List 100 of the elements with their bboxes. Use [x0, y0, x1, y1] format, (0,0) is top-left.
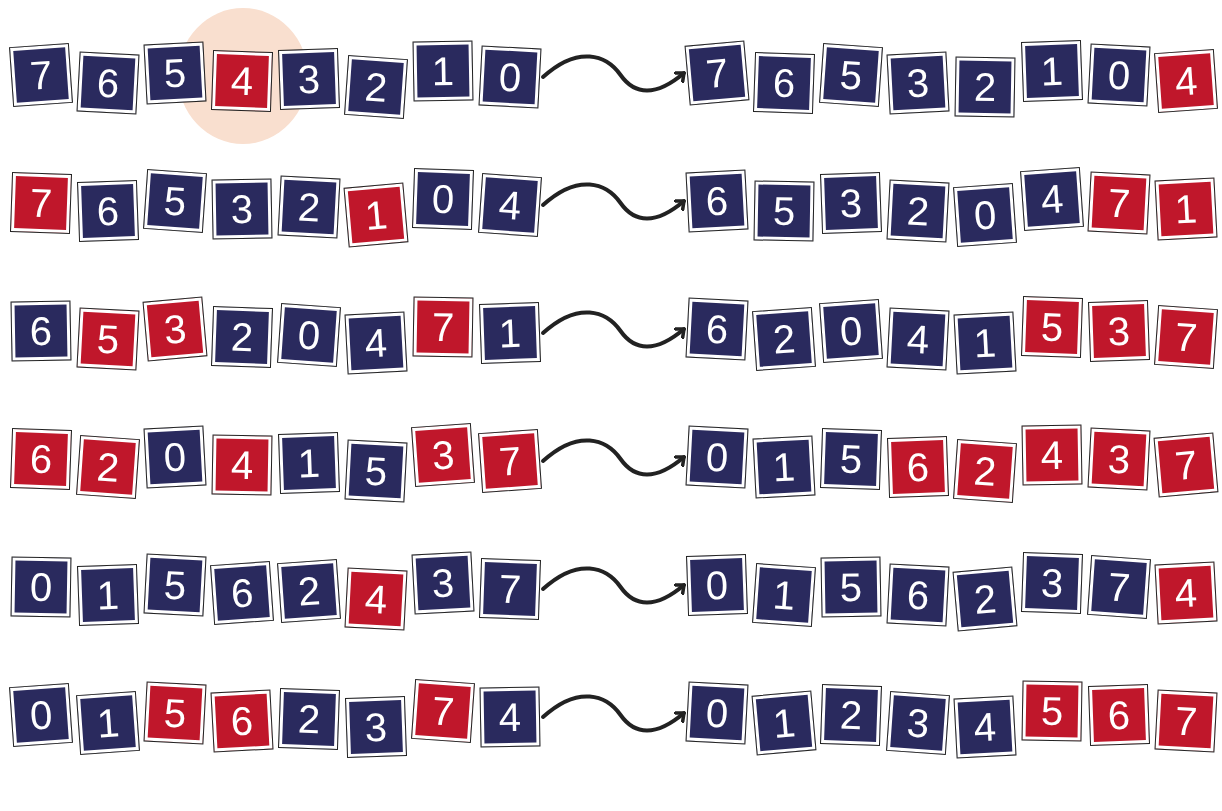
number-tile: 5: [345, 440, 407, 502]
number-tile: 1: [413, 41, 473, 101]
squiggle-arrow: [541, 566, 686, 605]
number-tile: 5: [821, 429, 881, 489]
number-tile: 4: [479, 174, 541, 236]
number-tile: 6: [686, 170, 748, 232]
number-tile: 0: [954, 184, 1016, 246]
number-tile: 4: [1155, 562, 1217, 624]
number-tile: 2: [212, 307, 272, 367]
number-tile: 4: [212, 435, 272, 495]
number-tile: 2: [278, 560, 340, 622]
number-tile: 0: [11, 557, 71, 617]
number-tile: 4: [887, 308, 949, 370]
number-tile: 6: [211, 562, 273, 624]
number-tile: 2: [345, 56, 407, 118]
number-tile: 3: [887, 692, 949, 754]
number-tile: 6: [11, 429, 71, 489]
number-tile: 0: [278, 304, 340, 366]
number-tile: 0: [413, 169, 473, 229]
number-tile: 2: [279, 689, 339, 749]
number-tile: 4: [1022, 425, 1082, 485]
number-tile: 1: [1022, 41, 1082, 101]
number-tile: 5: [144, 554, 206, 616]
number-tile: 7: [412, 680, 474, 742]
number-tile: 3: [412, 552, 474, 614]
number-tile: 5: [144, 42, 206, 104]
squiggle-arrow: [541, 310, 686, 349]
number-tile: 0: [1088, 44, 1150, 106]
number-tile: 7: [480, 559, 540, 619]
squiggle-arrow: [541, 694, 686, 733]
number-tile: 7: [10, 44, 72, 106]
number-tile: 3: [279, 49, 339, 109]
number-tile: 7: [479, 430, 541, 492]
number-tile: 5: [1022, 681, 1082, 741]
number-tile: 3: [346, 697, 406, 757]
number-tile: 2: [77, 436, 139, 498]
number-tile: 0: [687, 555, 747, 615]
number-tile: 7: [11, 173, 71, 233]
number-tile: 3: [1089, 301, 1149, 361]
number-tile: 2: [821, 685, 881, 745]
number-tile: 4: [1021, 168, 1083, 230]
number-tile: 0: [144, 426, 206, 488]
number-tile: 4: [1155, 50, 1217, 112]
number-tile: 5: [144, 682, 206, 744]
number-tile: 5: [821, 557, 881, 617]
number-tile: 2: [278, 176, 340, 238]
number-tile: 0: [820, 300, 882, 362]
number-tile: 3: [821, 173, 881, 233]
number-tile: 4: [480, 687, 540, 747]
number-tile: 2: [887, 180, 949, 242]
number-tile: 6: [888, 437, 948, 497]
number-tile: 3: [1088, 428, 1150, 490]
number-tile: 3: [212, 179, 272, 239]
number-tile: 7: [1155, 690, 1217, 752]
number-tile: 5: [820, 44, 882, 106]
number-tile: 7: [685, 41, 749, 105]
number-tile: 7: [413, 297, 473, 357]
number-tile: 7: [1088, 172, 1150, 234]
number-tile: 1: [753, 564, 815, 626]
number-tile: 6: [11, 301, 71, 361]
number-tile: 0: [10, 684, 72, 746]
number-tile: 6: [686, 298, 748, 360]
number-tile: 7: [1155, 306, 1217, 368]
number-tile: 4: [345, 568, 407, 630]
number-tile: 4: [212, 51, 272, 111]
number-tile: 6: [887, 564, 949, 626]
number-tile: 5: [77, 308, 139, 370]
number-tile: 6: [78, 181, 138, 241]
number-tile: 2: [955, 57, 1015, 117]
squiggle-arrow: [541, 182, 686, 221]
number-tile: 2: [954, 440, 1016, 502]
number-tile: 0: [686, 682, 748, 744]
number-tile: 1: [279, 433, 339, 493]
number-tile: 7: [1088, 556, 1150, 618]
squiggle-arrow: [541, 438, 686, 477]
number-tile: 3: [1022, 553, 1082, 613]
number-tile: 1: [480, 303, 540, 363]
number-tile: 4: [954, 696, 1016, 758]
number-tile: 1: [78, 565, 138, 625]
number-tile: 1: [753, 436, 815, 498]
number-tile: 3: [412, 424, 474, 486]
number-tile: 6: [754, 53, 814, 113]
number-tile: 3: [887, 52, 949, 114]
number-tile: 1: [954, 312, 1016, 374]
number-tile: 5: [754, 181, 814, 241]
number-tile: 1: [77, 692, 139, 754]
number-tile: 1: [752, 691, 816, 755]
number-tile: 7: [1154, 433, 1218, 497]
number-tile: 0: [686, 426, 748, 488]
number-tile: 3: [143, 297, 207, 361]
number-tile: 2: [753, 308, 815, 370]
number-tile: 6: [1089, 685, 1149, 745]
number-tile: 5: [144, 170, 206, 232]
number-tile: 2: [953, 567, 1017, 631]
number-tile: 6: [211, 690, 273, 752]
number-tile: 6: [77, 52, 139, 114]
number-tile: 1: [1155, 178, 1217, 240]
number-tile: 5: [1022, 297, 1082, 357]
squiggle-arrow: [541, 54, 686, 93]
number-tile: 0: [479, 46, 541, 108]
